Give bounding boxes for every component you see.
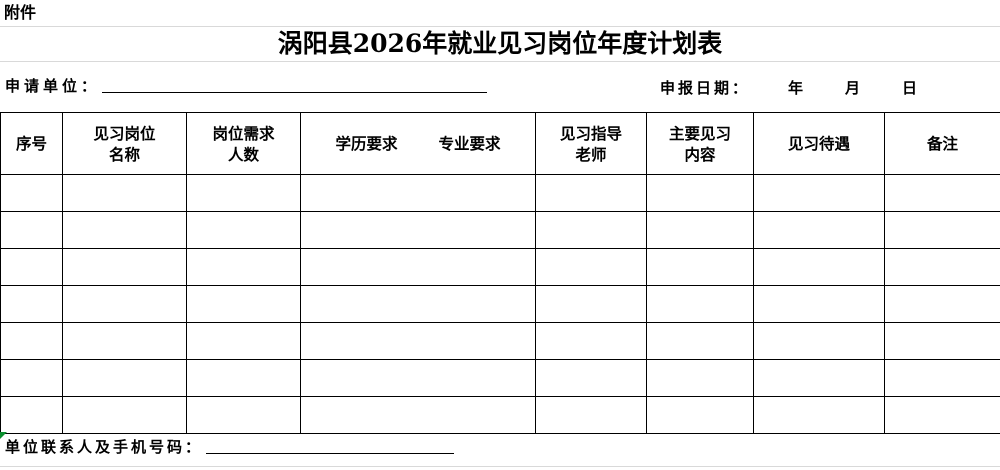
date-day-unit: 日 bbox=[902, 79, 918, 97]
table-cell[interactable] bbox=[884, 211, 1000, 249]
contact-person-field[interactable]: 单位联系人及手机号码： bbox=[5, 437, 455, 457]
table-cell[interactable] bbox=[186, 396, 301, 434]
table-cell[interactable] bbox=[753, 285, 885, 323]
table-cell[interactable] bbox=[646, 174, 754, 212]
table-cell[interactable] bbox=[186, 322, 301, 360]
contact-person-label: 单位联系人及手机号码： bbox=[5, 438, 204, 456]
table-cell[interactable] bbox=[535, 211, 647, 249]
sheet-gridline bbox=[0, 466, 1000, 467]
applicant-unit-underline[interactable] bbox=[102, 92, 488, 93]
table-cell[interactable] bbox=[535, 248, 647, 286]
table-cell[interactable] bbox=[300, 174, 536, 212]
table-row bbox=[0, 174, 1000, 212]
table-cell[interactable] bbox=[0, 396, 63, 434]
table-row bbox=[0, 396, 1000, 434]
table-cell[interactable] bbox=[646, 211, 754, 249]
column-header-compensation: 见习待遇 bbox=[753, 112, 885, 175]
applicant-unit-label: 申请单位： bbox=[5, 77, 101, 95]
table-cell[interactable] bbox=[753, 359, 885, 397]
date-year-unit: 年 bbox=[788, 79, 804, 97]
attachment-label: 附件 bbox=[4, 3, 37, 22]
comment-flag-icon bbox=[0, 432, 7, 439]
table-cell[interactable] bbox=[646, 322, 754, 360]
table-cell[interactable] bbox=[300, 396, 536, 434]
declaration-date-field[interactable]: 申报日期： 年 月 日 bbox=[660, 78, 917, 98]
table-row bbox=[0, 248, 1000, 286]
table-cell[interactable] bbox=[646, 285, 754, 323]
table-cell[interactable] bbox=[753, 322, 885, 360]
table-cell[interactable] bbox=[646, 248, 754, 286]
column-header-sequence: 序号 bbox=[0, 112, 63, 175]
table-cell[interactable] bbox=[0, 285, 63, 323]
table-cell[interactable] bbox=[300, 322, 536, 360]
page-title: 涡阳县2026年就业见习岗位年度计划表 bbox=[277, 29, 723, 58]
table-cell[interactable] bbox=[0, 174, 63, 212]
table-cell[interactable] bbox=[186, 285, 301, 323]
table-cell[interactable] bbox=[186, 248, 301, 286]
table-cell[interactable] bbox=[535, 285, 647, 323]
table-cell[interactable] bbox=[0, 211, 63, 249]
table-cell[interactable] bbox=[300, 285, 536, 323]
table-row bbox=[0, 285, 1000, 323]
table-cell[interactable] bbox=[753, 174, 885, 212]
table-cell[interactable] bbox=[753, 248, 885, 286]
table-cell[interactable] bbox=[535, 359, 647, 397]
column-header-mentor: 见习指导 老师 bbox=[535, 112, 647, 175]
table-cell[interactable] bbox=[300, 248, 536, 286]
table-cell[interactable] bbox=[62, 396, 187, 434]
table-cell[interactable] bbox=[62, 174, 187, 212]
table-cell[interactable] bbox=[535, 396, 647, 434]
column-header-main-content: 主要见习 内容 bbox=[646, 112, 754, 175]
contact-person-underline[interactable] bbox=[206, 453, 455, 454]
table-cell[interactable] bbox=[884, 396, 1000, 434]
table-cell[interactable] bbox=[0, 322, 63, 360]
table-header-row: 序号 见习岗位 名称 岗位需求 人数 学历要求 专业要求 见习指导 老师 bbox=[0, 112, 1000, 175]
table-cell[interactable] bbox=[753, 211, 885, 249]
column-header-headcount: 岗位需求 人数 bbox=[186, 112, 301, 175]
table-row bbox=[0, 211, 1000, 249]
internship-plan-table: 序号 见习岗位 名称 岗位需求 人数 学历要求 专业要求 见习指导 老师 bbox=[0, 112, 1000, 434]
table-cell[interactable] bbox=[62, 248, 187, 286]
table-cell[interactable] bbox=[646, 359, 754, 397]
column-header-post-name: 见习岗位 名称 bbox=[62, 112, 187, 175]
date-month-unit: 月 bbox=[845, 79, 861, 97]
table-cell[interactable] bbox=[300, 359, 536, 397]
column-header-education-and-major: 学历要求 专业要求 bbox=[300, 112, 536, 175]
sheet-gridline bbox=[0, 61, 1000, 62]
table-row bbox=[0, 359, 1000, 397]
table-cell[interactable] bbox=[884, 359, 1000, 397]
table-cell[interactable] bbox=[753, 396, 885, 434]
table-cell[interactable] bbox=[884, 322, 1000, 360]
table-cell[interactable] bbox=[884, 285, 1000, 323]
table-cell[interactable] bbox=[884, 174, 1000, 212]
column-header-education: 学历要求 bbox=[335, 134, 398, 153]
table-cell[interactable] bbox=[62, 322, 187, 360]
column-header-major: 专业要求 bbox=[438, 134, 501, 153]
footer-row: 单位联系人及手机号码： bbox=[0, 432, 1000, 466]
table-cell[interactable] bbox=[62, 211, 187, 249]
table-cell[interactable] bbox=[535, 322, 647, 360]
table-cell[interactable] bbox=[186, 359, 301, 397]
table-cell[interactable] bbox=[535, 174, 647, 212]
table-cell[interactable] bbox=[884, 248, 1000, 286]
table-cell[interactable] bbox=[62, 359, 187, 397]
table-cell[interactable] bbox=[646, 396, 754, 434]
table-cell[interactable] bbox=[0, 359, 63, 397]
table-cell[interactable] bbox=[186, 174, 301, 212]
info-row: 申请单位： 申报日期： 年 月 日 bbox=[0, 72, 1000, 108]
column-header-remark: 备注 bbox=[884, 112, 1000, 175]
declaration-date-label: 申报日期： bbox=[660, 79, 751, 97]
table-cell[interactable] bbox=[62, 285, 187, 323]
table-cell[interactable] bbox=[186, 211, 301, 249]
table-cell[interactable] bbox=[300, 211, 536, 249]
applicant-unit-field[interactable]: 申请单位： bbox=[5, 76, 488, 96]
sheet-gridline bbox=[0, 26, 1000, 27]
table-row bbox=[0, 322, 1000, 360]
table-cell[interactable] bbox=[0, 248, 63, 286]
